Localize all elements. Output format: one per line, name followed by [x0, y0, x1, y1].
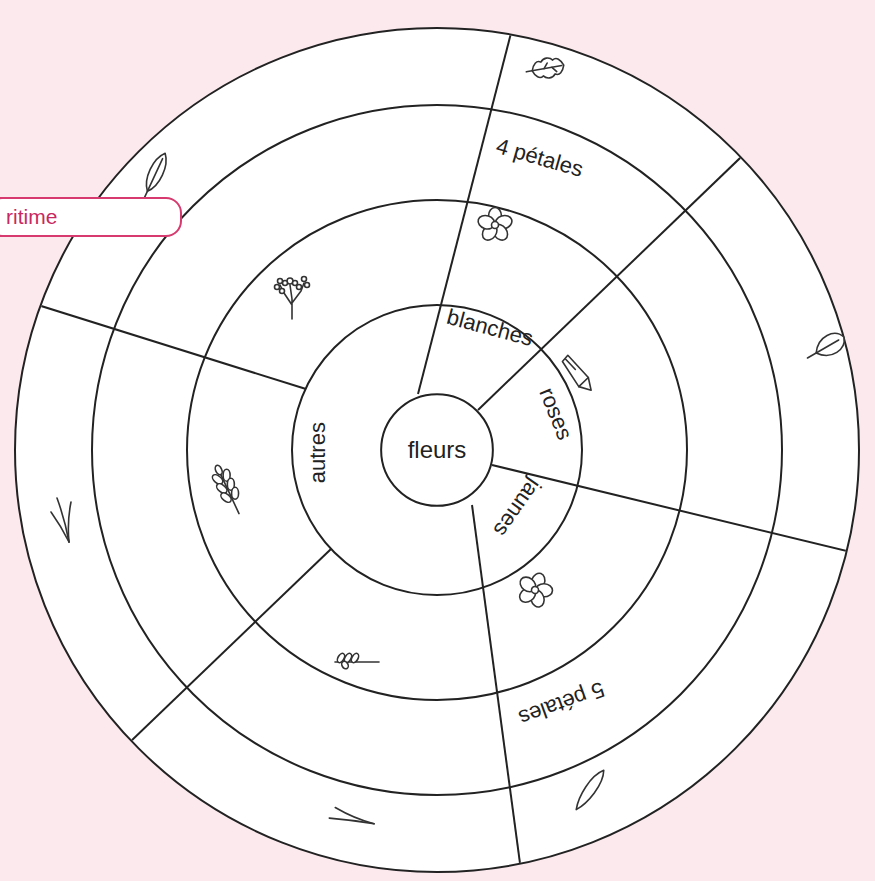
sector-text: 4 pétales — [493, 133, 586, 182]
grass-icon — [51, 498, 71, 542]
leaf-icon — [803, 329, 849, 367]
ring-line — [187, 200, 687, 700]
sector-divider — [478, 110, 790, 410]
cluster-icon — [275, 277, 310, 320]
leaf-icon — [572, 767, 608, 812]
grass-icon — [329, 807, 374, 833]
sector-divider — [80, 549, 331, 790]
sector-text: roses — [534, 384, 578, 443]
sector-divider — [472, 505, 530, 881]
sector-label: 4 pétales — [493, 133, 586, 182]
sector-divider — [492, 465, 875, 564]
sector-text: blanches — [444, 304, 536, 351]
sector-divider — [418, 0, 535, 394]
sector-divider — [0, 290, 306, 389]
ring-line — [292, 305, 582, 595]
sector-label: jaunes — [488, 474, 546, 542]
sector-text: 5 pétales — [515, 676, 608, 730]
bud-icon — [560, 353, 595, 395]
leaf-icon — [525, 55, 566, 81]
sector-text: autres — [305, 422, 330, 483]
circle-outline — [381, 394, 493, 506]
flower-icon — [476, 208, 513, 243]
tag-box: ritime — [0, 197, 182, 237]
sector-label: autres — [305, 422, 330, 483]
sector-text: jaunes — [488, 474, 546, 542]
wheat-icon — [207, 461, 249, 518]
outer-ring — [15, 28, 859, 872]
sector-label: roses — [534, 384, 578, 443]
sector-label: 5 pétales — [515, 676, 608, 730]
ring-line — [92, 105, 782, 795]
tag-text: ritime — [6, 205, 162, 229]
center-circle: fleurs — [380, 393, 494, 507]
sprig-icon — [335, 652, 379, 670]
sector-label: blanches — [444, 304, 536, 351]
leaf-icon — [137, 150, 171, 203]
sector-text: fleurs — [408, 436, 467, 464]
flower-icon — [511, 567, 558, 613]
